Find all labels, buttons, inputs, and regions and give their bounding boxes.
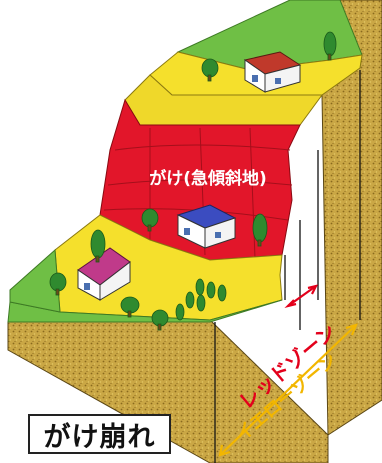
diagram-title: がけ崩れ <box>43 421 156 453</box>
zone-boundaries <box>214 70 361 463</box>
yellow-zone-arrow <box>218 323 358 457</box>
red-zone-arrow <box>284 284 319 309</box>
house-middle <box>176 204 237 249</box>
trees <box>49 31 337 331</box>
house-top <box>243 51 302 93</box>
title-box: がけ崩れ <box>28 414 171 454</box>
cliff-label: がけ(急傾斜地) <box>149 168 267 189</box>
